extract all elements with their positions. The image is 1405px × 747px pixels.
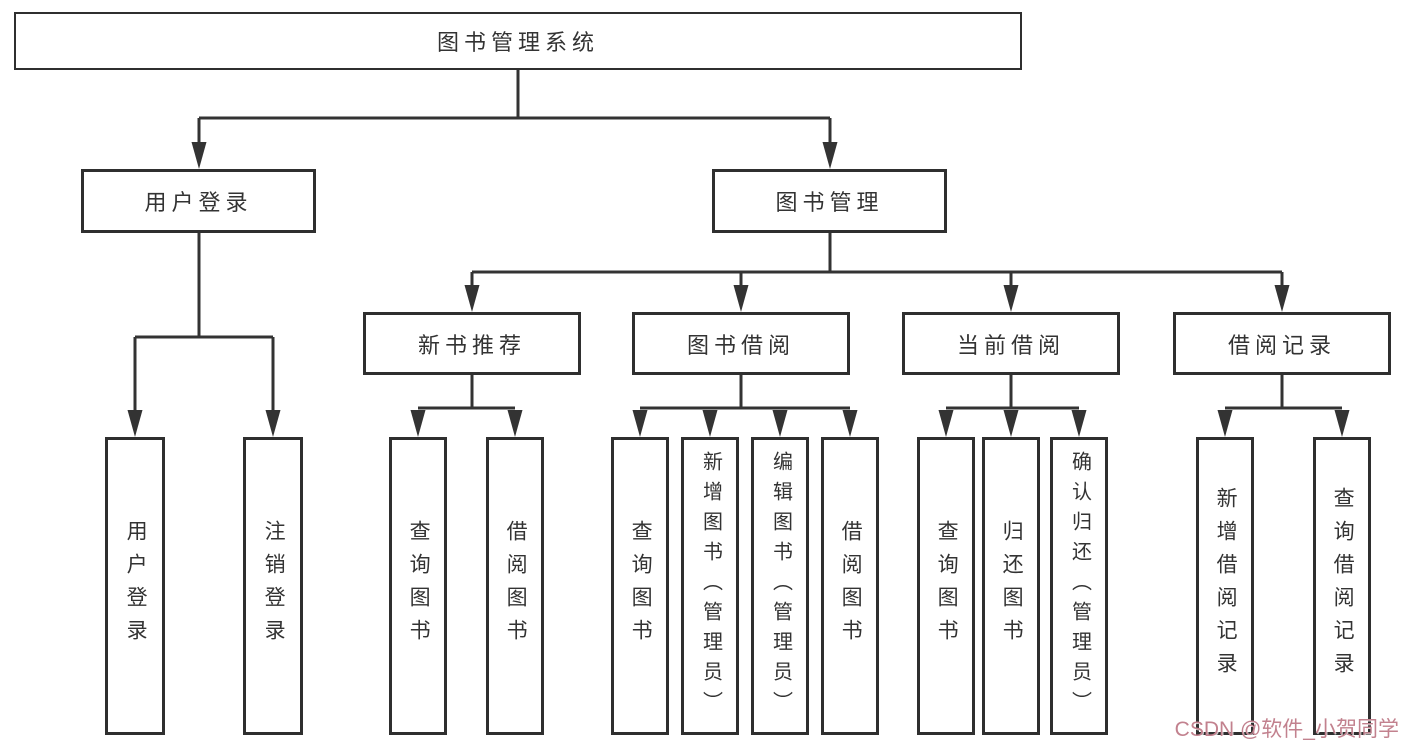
node-book-management: 图书管理	[712, 169, 947, 233]
node-library-system: 图书管理系统	[14, 12, 1022, 70]
node-label: 图书管理系统	[436, 30, 599, 55]
node-label: 借阅图书	[839, 520, 863, 652]
leaf-query-books-recommend: 查询图书	[389, 437, 447, 735]
node-label: 确认归还（管理员）	[1068, 451, 1091, 721]
watermark: CSDN @软件_小贺同学	[1174, 718, 1399, 741]
node-label: 图书借阅	[686, 332, 795, 358]
leaf-borrow-books: 借阅图书	[821, 437, 879, 735]
leaf-user-login: 用户登录	[105, 437, 165, 735]
node-user-login: 用户登录	[81, 169, 316, 233]
node-label: 新书推荐	[417, 332, 526, 358]
leaf-borrow-books-recommend: 借阅图书	[486, 437, 544, 735]
node-label: 借阅记录	[1227, 332, 1336, 358]
node-label: 用户登录	[144, 190, 253, 215]
leaf-query-borrow-record: 查询借阅记录	[1313, 437, 1371, 735]
node-label: 查询借阅记录	[1331, 487, 1355, 685]
node-label: 新增图书（管理员）	[699, 451, 722, 721]
node-current-borrowing: 当前借阅	[902, 312, 1120, 375]
node-borrowing-records: 借阅记录	[1173, 312, 1391, 375]
node-book-borrowing: 图书借阅	[632, 312, 850, 375]
leaf-return-books: 归还图书	[982, 437, 1040, 735]
node-label: 借阅图书	[504, 520, 528, 652]
node-label: 注销登录	[262, 520, 286, 652]
node-label: 归还图书	[1000, 520, 1024, 652]
node-label: 当前借阅	[956, 332, 1065, 358]
node-label: 查询图书	[629, 520, 653, 652]
node-new-book-recommendation: 新书推荐	[363, 312, 581, 375]
leaf-confirm-return-admin: 确认归还（管理员）	[1050, 437, 1108, 735]
leaf-add-books-admin: 新增图书（管理员）	[681, 437, 739, 735]
leaf-edit-books-admin: 编辑图书（管理员）	[751, 437, 809, 735]
node-label: 新增借阅记录	[1214, 487, 1238, 685]
node-label: 编辑图书（管理员）	[769, 451, 792, 721]
node-label: 用户登录	[124, 520, 148, 652]
leaf-query-books: 查询图书	[611, 437, 669, 735]
node-label: 图书管理	[775, 190, 884, 215]
leaf-add-borrow-record: 新增借阅记录	[1196, 437, 1254, 735]
leaf-query-books-current: 查询图书	[917, 437, 975, 735]
node-label: 查询图书	[407, 520, 431, 652]
leaf-logout: 注销登录	[243, 437, 303, 735]
node-label: 查询图书	[935, 520, 959, 652]
